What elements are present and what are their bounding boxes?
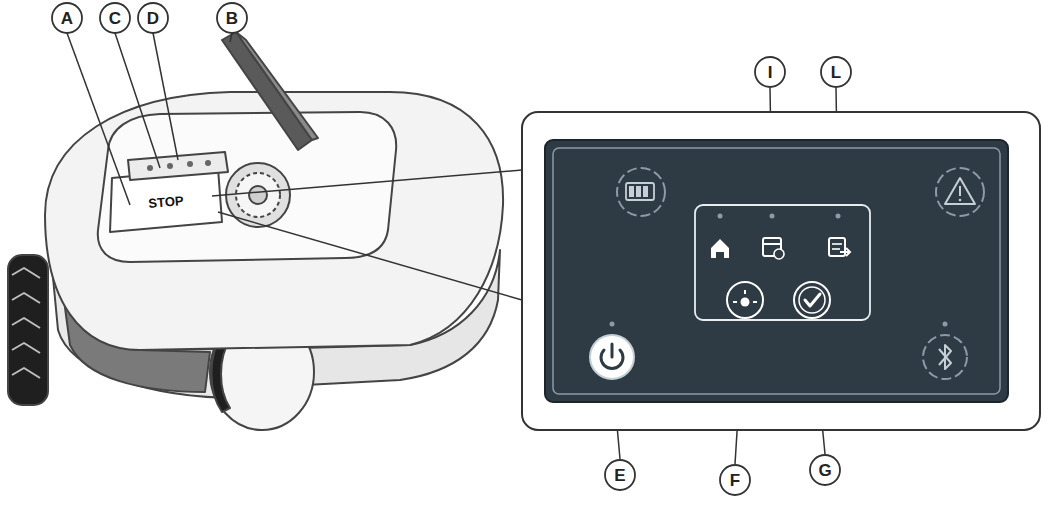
lid (222, 32, 312, 150)
callout-letter: L (831, 64, 841, 81)
callout-letter: I (768, 64, 773, 81)
callout-letter: C (109, 10, 121, 27)
dial-knob (249, 186, 267, 204)
stop-label: STOP (148, 194, 184, 210)
callout-letter: E (614, 467, 625, 484)
top-shell (45, 92, 503, 350)
dial-ring (236, 173, 280, 217)
lid-edge (236, 32, 318, 140)
callout-letter: D (147, 10, 159, 27)
callout-letter: F (730, 472, 740, 489)
strip-buttons (147, 160, 211, 171)
callout-letter: A (61, 10, 73, 27)
tread-wheel (8, 255, 48, 405)
tread-pattern (12, 268, 40, 378)
callout-letter: B (226, 10, 238, 27)
callout-letter: G (818, 462, 831, 479)
mower-body (8, 32, 503, 430)
top-recess (98, 112, 396, 262)
zoom-lines (212, 170, 522, 300)
control-panel (522, 112, 1040, 430)
